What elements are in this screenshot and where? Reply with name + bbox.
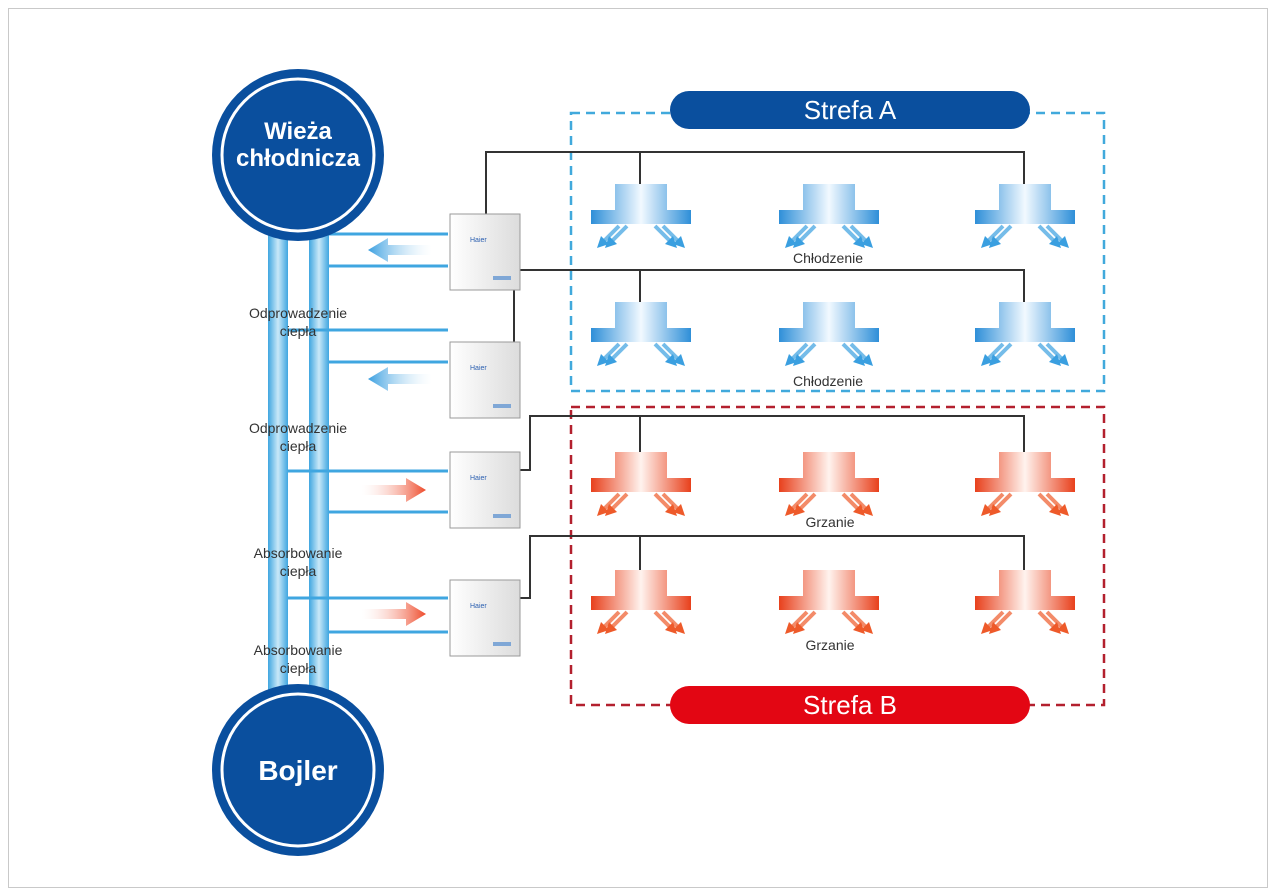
- indoor-unit-heating: [591, 452, 691, 516]
- side-label: Absorbowanie: [254, 642, 343, 658]
- zone-b-title: Strefa B: [803, 690, 897, 720]
- pipe-right: [309, 222, 329, 692]
- outdoor-unit-brand: Haier: [470, 237, 487, 244]
- side-label: ciepła: [280, 563, 317, 579]
- pipe-branches: [288, 232, 448, 634]
- outdoor-unit-brand: Haier: [470, 475, 487, 482]
- indoor-unit-cooling: [975, 302, 1075, 366]
- indoor-unit-heating: [779, 570, 879, 634]
- outdoor-unit: Haier: [449, 341, 521, 419]
- cooling-tower: Wieża chłodnicza: [212, 69, 384, 241]
- indoor-unit-cooling: [591, 184, 691, 248]
- outdoor-unit-brand: Haier: [470, 603, 487, 610]
- water-pipes: [268, 222, 329, 692]
- zone-a-pill: [670, 91, 1030, 129]
- indoor-unit-cooling: [975, 184, 1075, 248]
- side-label: Odprowadzenie: [249, 420, 347, 436]
- zone-a-title: Strefa A: [804, 95, 897, 125]
- mode-label: Chłodzenie: [793, 250, 863, 266]
- outdoor-unit: Haier: [449, 579, 521, 657]
- indoor-unit-heating: [591, 570, 691, 634]
- side-label: ciepła: [280, 438, 317, 454]
- heat-absorption-arrow-1: [362, 478, 426, 502]
- mode-label: Chłodzenie: [793, 373, 863, 389]
- mode-label: Grzanie: [805, 637, 854, 653]
- side-label: Absorbowanie: [254, 545, 343, 561]
- side-label: Odprowadzenie: [249, 305, 347, 321]
- cooling-tower-label-1: Wieża: [264, 118, 332, 145]
- side-label: ciepła: [280, 660, 317, 676]
- refrigerant-lines: [485, 151, 1025, 599]
- indoor-unit-heating: [975, 452, 1075, 516]
- pipe-left: [268, 222, 288, 692]
- outdoor-unit: Haier: [449, 213, 521, 291]
- indoor-unit-cooling: [591, 302, 691, 366]
- zone-b-pill: [670, 686, 1030, 724]
- indoor-unit-cooling: [779, 184, 879, 248]
- heat-rejection-arrow-2: [368, 367, 432, 391]
- heat-absorption-arrow-2: [362, 602, 426, 626]
- mode-labels: Chłodzenie Chłodzenie Grzanie Grzanie: [793, 250, 863, 653]
- cooling-tower-label-2: chłodnicza: [236, 145, 361, 172]
- outdoor-unit: Haier: [449, 451, 521, 529]
- flow-arrows: [362, 238, 432, 626]
- indoor-units: [591, 184, 1075, 634]
- boiler: Bojler: [212, 684, 384, 856]
- outdoor-unit-brand: Haier: [470, 365, 487, 372]
- zone-b: Strefa B: [569, 405, 1106, 724]
- indoor-unit-heating: [779, 452, 879, 516]
- boiler-label: Bojler: [258, 755, 337, 786]
- heat-rejection-arrow-1: [368, 238, 432, 262]
- side-label: ciepła: [280, 323, 317, 339]
- zone-a: Strefa A: [569, 91, 1106, 393]
- indoor-unit-heating: [975, 570, 1075, 634]
- outdoor-units: Haier Haier Haier Haier: [449, 213, 521, 657]
- indoor-unit-cooling: [779, 302, 879, 366]
- mode-label: Grzanie: [805, 514, 854, 530]
- side-labels: Odprowadzenie ciepła Odprowadzenie ciepł…: [249, 305, 347, 676]
